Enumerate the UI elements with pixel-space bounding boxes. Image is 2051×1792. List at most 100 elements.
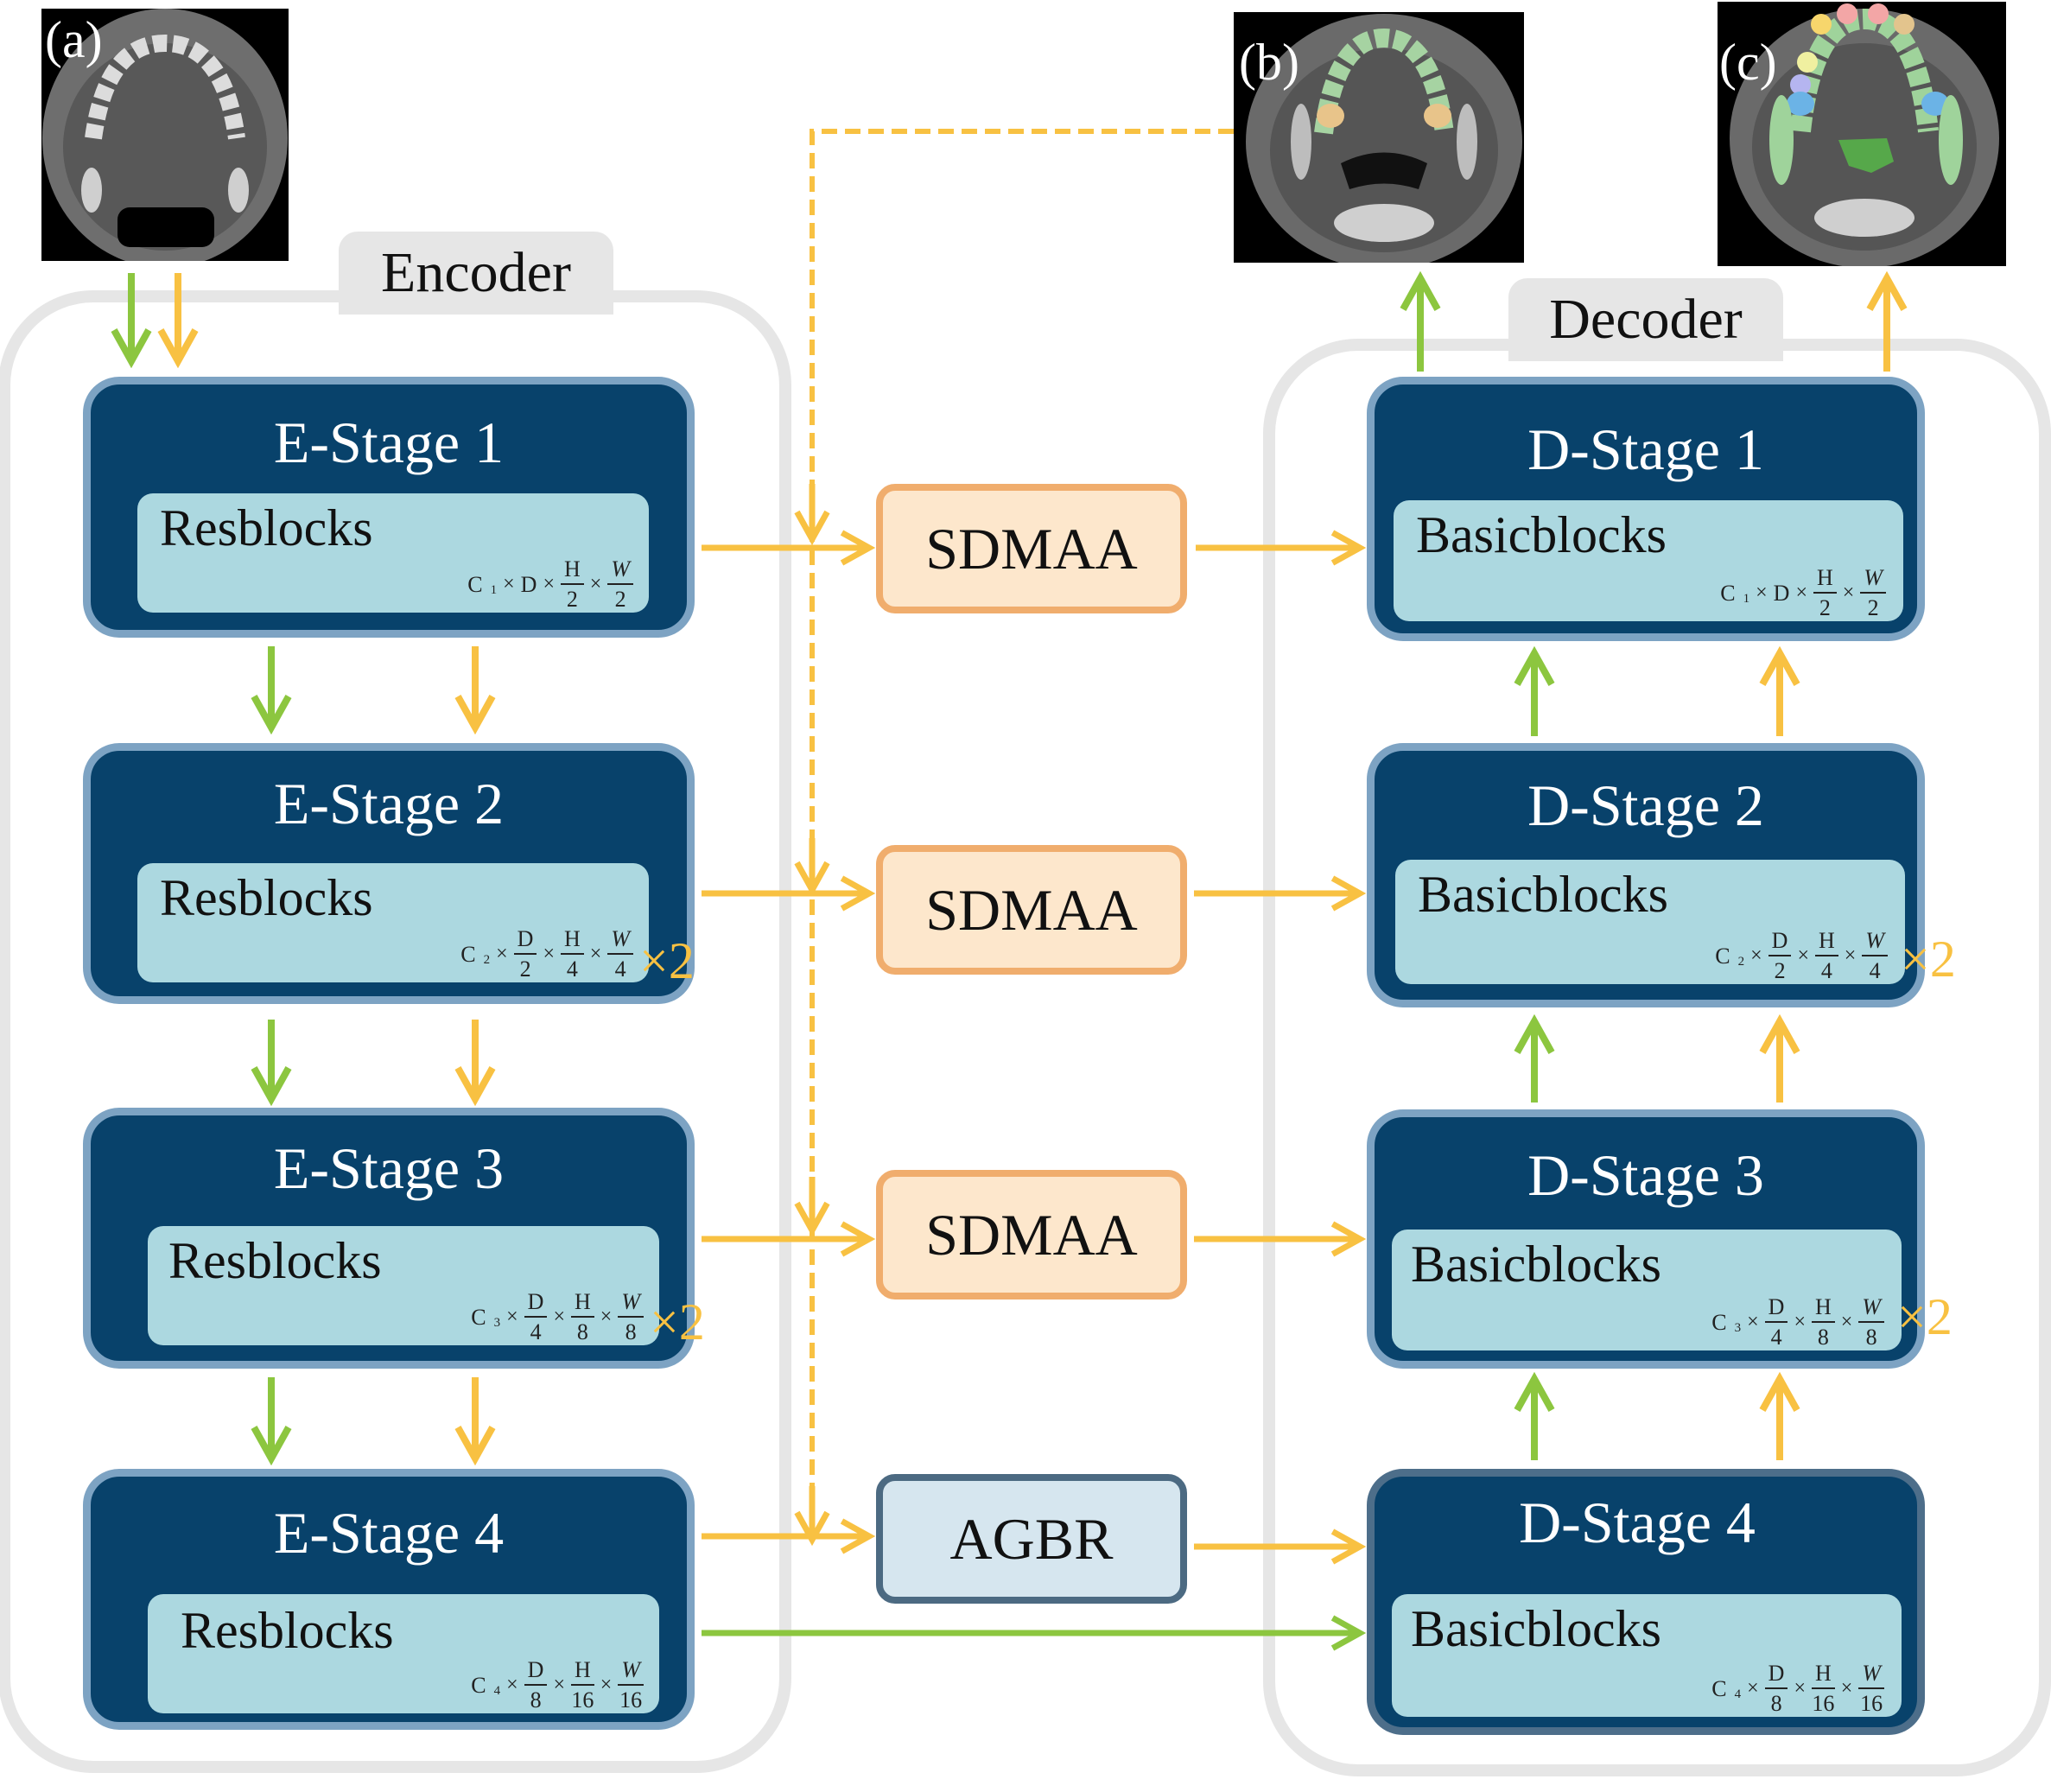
dim-d: D [524,1291,548,1318]
dim-d: D [1764,1296,1788,1323]
dim-d-den: 8 [1770,1691,1782,1716]
dim-w-den: 4 [614,956,626,982]
dim-c: C [467,571,483,597]
times-sign: × [1794,1311,1806,1333]
dim-w-den: 2 [614,587,626,612]
dim-c: C [471,1672,486,1698]
dim-w: W [1862,930,1888,956]
dim-h: H [571,1291,594,1318]
dim-w: W [607,928,633,955]
times-sign: × [600,1674,613,1696]
times-sign: × [1795,581,1807,604]
dim-c: C [460,941,476,967]
repeat-multiplier: ×2 [1897,1288,1953,1345]
dim-c-sub: 3 [1734,1321,1742,1335]
dim-d-den: 8 [530,1687,542,1713]
dim-c: C [1715,943,1730,969]
stage-title: E-Stage 4 [273,1500,505,1566]
times-sign: × [506,1306,518,1328]
ct-scan-a-graphic [42,9,288,261]
dim-w-den: 16 [619,1687,643,1713]
times-sign: × [543,943,555,965]
encoder-title: Encoder [339,232,613,315]
stage-title: D-Stage 4 [1519,1490,1756,1555]
dim-w-den: 2 [1867,595,1879,620]
dim-h: H [1812,1662,1835,1689]
ct-scan-c-graphic [1730,3,1999,266]
block-label: Basicblocks [1411,1600,1661,1657]
dim-h: H [1813,567,1837,594]
agbr-module: AGBR [876,1474,1187,1604]
dim-d: D [1768,930,1792,956]
dim-d: D [1764,1662,1788,1689]
dim-h-den: 16 [1812,1691,1835,1716]
dim-w: W [1858,1662,1884,1689]
times-sign: × [1750,944,1762,967]
dim-h-den: 4 [566,956,578,982]
dim-d: D [520,571,537,597]
times-sign: × [1840,1311,1853,1333]
dim-c-sub: 2 [483,953,491,967]
times-sign: × [503,573,515,595]
times-sign: × [1844,944,1857,967]
repeat-multiplier: ×2 [650,1293,705,1350]
dim-h: H [1812,1296,1835,1323]
dim-h-den: 8 [576,1319,588,1344]
dim-w: W [607,558,633,585]
dim-w: W [618,1659,644,1686]
ct-scan-b-graphic [1246,14,1522,263]
block-label: Resblocks [168,1232,382,1289]
times-sign: × [1797,944,1809,967]
dim-c-sub: 2 [1737,955,1745,969]
dim-w-den: 8 [1865,1325,1877,1350]
sdmaa-module-2: SDMAA [876,845,1187,975]
ct-image-a: (a) [41,9,289,261]
times-sign: × [1747,1677,1759,1700]
block-label: Basicblocks [1418,866,1668,923]
times-sign: × [543,573,555,595]
dim-c: C [471,1304,486,1330]
dim-w-den: 16 [1860,1691,1883,1716]
times-sign: × [496,943,508,965]
stage-title: D-Stage 3 [1527,1142,1764,1208]
dim-w: W [1860,567,1886,594]
dim-h-den: 8 [1817,1325,1829,1350]
times-sign: × [1756,581,1768,604]
times-sign: × [553,1674,565,1696]
dim-c-sub: 1 [490,583,498,597]
times-sign: × [506,1674,518,1696]
ct-image-b: (b) [1234,12,1524,263]
repeat-multiplier: ×2 [639,932,695,989]
